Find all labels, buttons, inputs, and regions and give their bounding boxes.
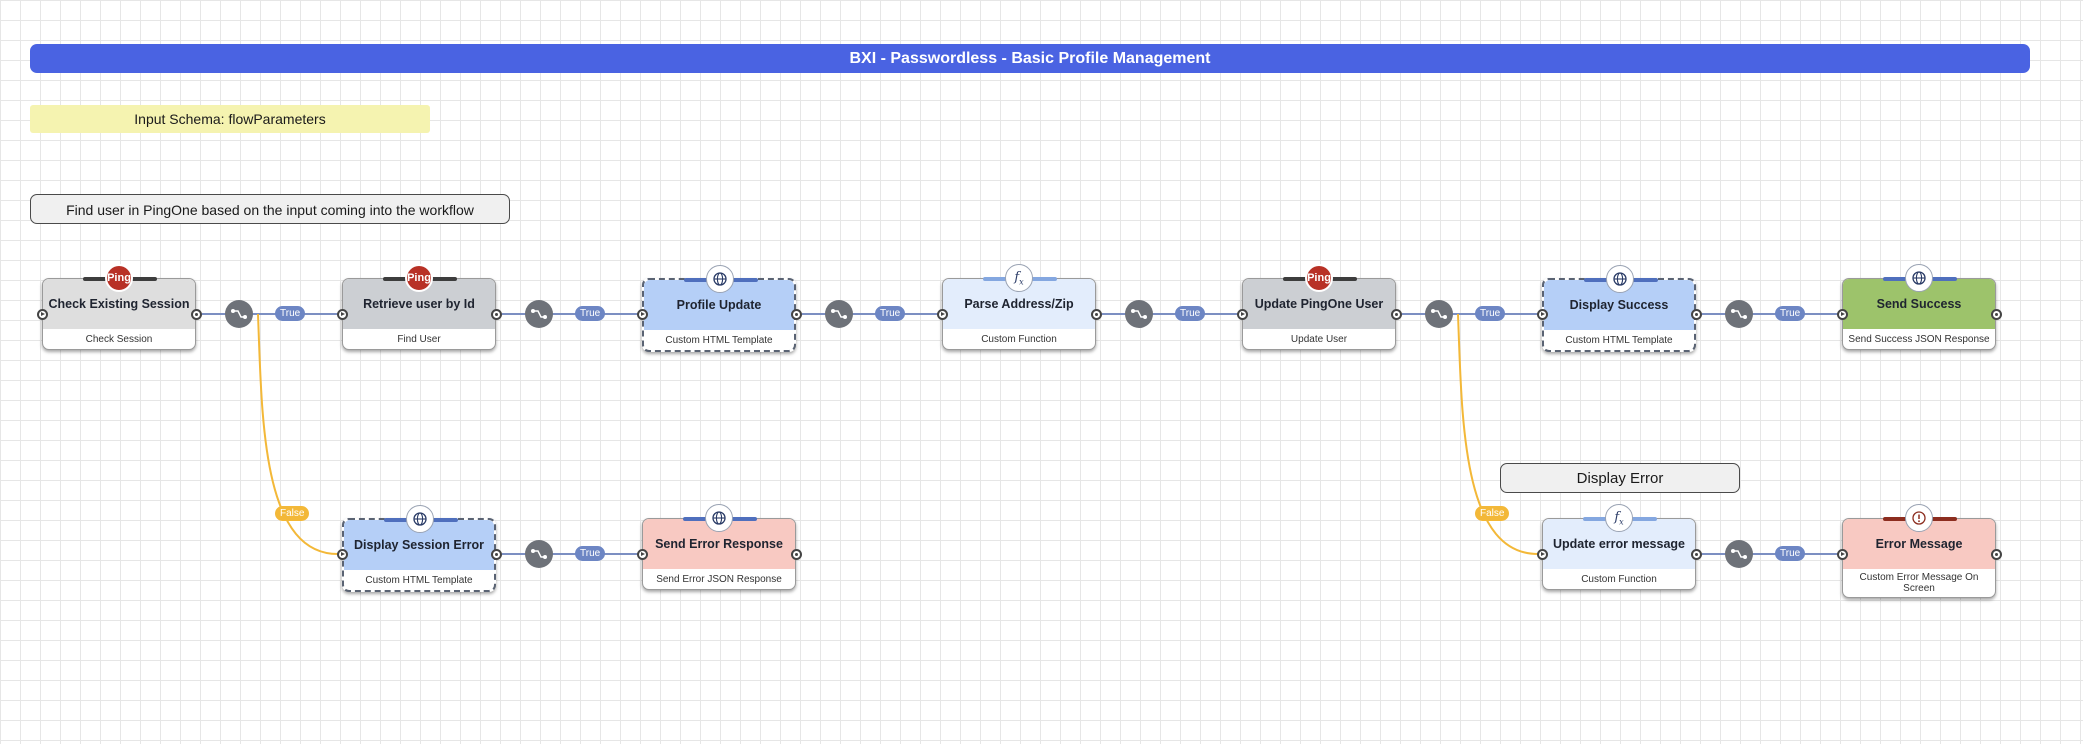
branch-icon (531, 309, 547, 319)
fx-icon: fx (1605, 504, 1633, 532)
node-subtitle: Custom HTML Template (365, 574, 473, 586)
node-send-success[interactable]: Send Success Send Success JSON Response (1842, 264, 1996, 350)
node-subtitle: Check Session (85, 333, 153, 345)
input-port[interactable] (937, 309, 948, 320)
node-profile-update[interactable]: Profile Update Custom HTML Template (642, 265, 796, 352)
input-port[interactable] (1837, 549, 1848, 560)
node-error-message[interactable]: Error Message Custom Error Message On Sc… (1842, 504, 1996, 598)
globe-icon (705, 504, 733, 532)
globe-icon (1606, 265, 1634, 293)
fx-icon: fx (1005, 264, 1033, 292)
input-port[interactable] (337, 309, 348, 320)
input-port[interactable] (1837, 309, 1848, 320)
node-display-session-error[interactable]: Display Session Error Custom HTML Templa… (342, 505, 496, 592)
output-port[interactable] (491, 549, 502, 560)
true-edge-label[interactable]: True (875, 306, 906, 321)
node-subtitle: Custom Error Message On Screen (1859, 572, 1979, 594)
node-subtitle: Custom HTML Template (1565, 334, 1673, 346)
node-title: Display Success (1544, 280, 1694, 330)
node-update-pingone-user[interactable]: Ping Update PingOne User Update User (1242, 264, 1396, 350)
condition-node[interactable] (225, 300, 253, 328)
condition-node[interactable] (525, 540, 553, 568)
node-parse-address[interactable]: fx Parse Address/Zip Custom Function (942, 264, 1096, 350)
branch-icon (231, 309, 247, 319)
branch-icon (531, 549, 547, 559)
true-edge-label[interactable]: True (275, 306, 306, 321)
true-edge-label[interactable]: True (575, 546, 606, 561)
input-port[interactable] (1237, 309, 1248, 320)
condition-node[interactable] (825, 300, 853, 328)
output-port[interactable] (491, 309, 502, 320)
node-subtitle: Custom Function (1581, 573, 1657, 585)
true-edge-label[interactable]: True (1175, 306, 1206, 321)
node-subtitle: Send Success JSON Response (1848, 333, 1990, 345)
condition-node[interactable] (1125, 300, 1153, 328)
ping-logo-icon: Ping (405, 264, 433, 292)
branch-icon (1431, 309, 1447, 319)
input-port[interactable] (37, 309, 48, 320)
false-edge-label[interactable]: False (1475, 506, 1510, 521)
globe-icon (406, 505, 434, 533)
node-send-error-response[interactable]: Send Error Response Send Error JSON Resp… (642, 504, 796, 590)
condition-node[interactable] (1725, 300, 1753, 328)
node-subtitle: Update User (1290, 333, 1348, 345)
flow-title-banner: BXI - Passwordless - Basic Profile Manag… (30, 44, 2030, 73)
false-edge-label[interactable]: False (275, 506, 310, 521)
node-update-error-message[interactable]: fx Update error message Custom Function (1542, 504, 1696, 590)
condition-node[interactable] (525, 300, 553, 328)
node-subtitle: Send Error JSON Response (656, 573, 782, 585)
globe-icon (706, 265, 734, 293)
output-port[interactable] (1691, 549, 1702, 560)
annotation-find-user[interactable]: Find user in PingOne based on the input … (30, 194, 510, 224)
true-edge-label[interactable]: True (1775, 306, 1806, 321)
condition-node[interactable] (1425, 300, 1453, 328)
node-subtitle: Find User (397, 333, 441, 345)
branch-icon (831, 309, 847, 319)
branch-icon (1731, 549, 1747, 559)
output-port[interactable] (1691, 309, 1702, 320)
input-schema-note[interactable]: Input Schema: flowParameters (30, 105, 430, 133)
node-title: Check Existing Session (43, 279, 195, 329)
node-check-existing-session[interactable]: Ping Check Existing Session Check Sessio… (42, 264, 196, 350)
condition-node[interactable] (1725, 540, 1753, 568)
output-port[interactable] (1391, 309, 1402, 320)
node-title: Update PingOne User (1243, 279, 1395, 329)
output-port[interactable] (191, 309, 202, 320)
ping-logo-icon: Ping (105, 264, 133, 292)
true-edge-label[interactable]: True (1475, 306, 1506, 321)
globe-icon (1905, 264, 1933, 292)
branch-icon (1131, 309, 1147, 319)
input-port[interactable] (637, 549, 648, 560)
output-port[interactable] (1991, 549, 2002, 560)
annotation-display-error[interactable]: Display Error (1500, 463, 1740, 493)
node-subtitle: Custom HTML Template (665, 334, 773, 346)
output-port[interactable] (791, 549, 802, 560)
false-wire (1457, 313, 1539, 555)
ping-logo-icon: Ping (1305, 264, 1333, 292)
true-edge-label[interactable]: True (575, 306, 606, 321)
false-wire (257, 313, 339, 555)
output-port[interactable] (791, 309, 802, 320)
input-port[interactable] (1537, 549, 1548, 560)
node-display-success[interactable]: Display Success Custom HTML Template (1542, 265, 1696, 352)
node-retrieve-user[interactable]: Ping Retrieve user by Id Find User (342, 264, 496, 350)
output-port[interactable] (1091, 309, 1102, 320)
output-port[interactable] (1991, 309, 2002, 320)
node-subtitle: Custom Function (981, 333, 1057, 345)
true-edge-label[interactable]: True (1775, 546, 1806, 561)
input-port[interactable] (1537, 309, 1548, 320)
input-port[interactable] (637, 309, 648, 320)
alert-icon (1905, 504, 1933, 532)
branch-icon (1731, 309, 1747, 319)
input-port[interactable] (337, 549, 348, 560)
